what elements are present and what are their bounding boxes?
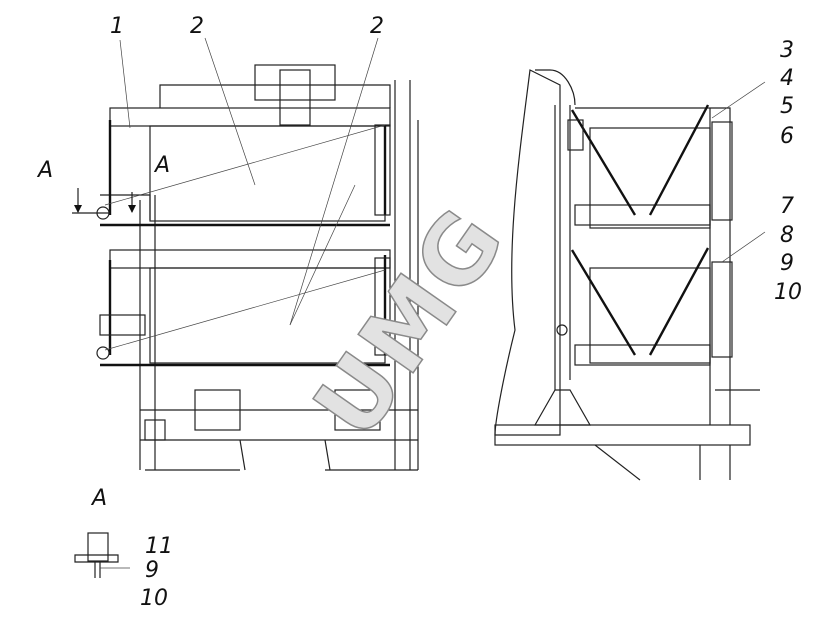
detail-label-11: 11 — [145, 534, 173, 559]
section-mark-a1: A — [38, 158, 54, 183]
detail-a — [74, 532, 130, 578]
detail-label-10: 10 — [140, 586, 168, 611]
label-10: 10 — [774, 280, 802, 305]
label-8: 8 — [780, 223, 794, 248]
detail-title: A — [92, 486, 108, 511]
left-view — [72, 37, 419, 471]
label-6: 6 — [780, 124, 794, 149]
label-5: 5 — [780, 94, 794, 119]
label-2a: 2 — [190, 14, 204, 39]
right-view — [494, 69, 766, 481]
label-4: 4 — [780, 66, 794, 91]
label-7: 7 — [780, 194, 794, 219]
label-1: 1 — [110, 14, 124, 39]
label-3: 3 — [780, 38, 794, 63]
label-2b: 2 — [370, 14, 384, 39]
label-9: 9 — [780, 251, 794, 276]
detail-label-9: 9 — [145, 558, 159, 583]
section-mark-a2: A — [155, 153, 171, 178]
